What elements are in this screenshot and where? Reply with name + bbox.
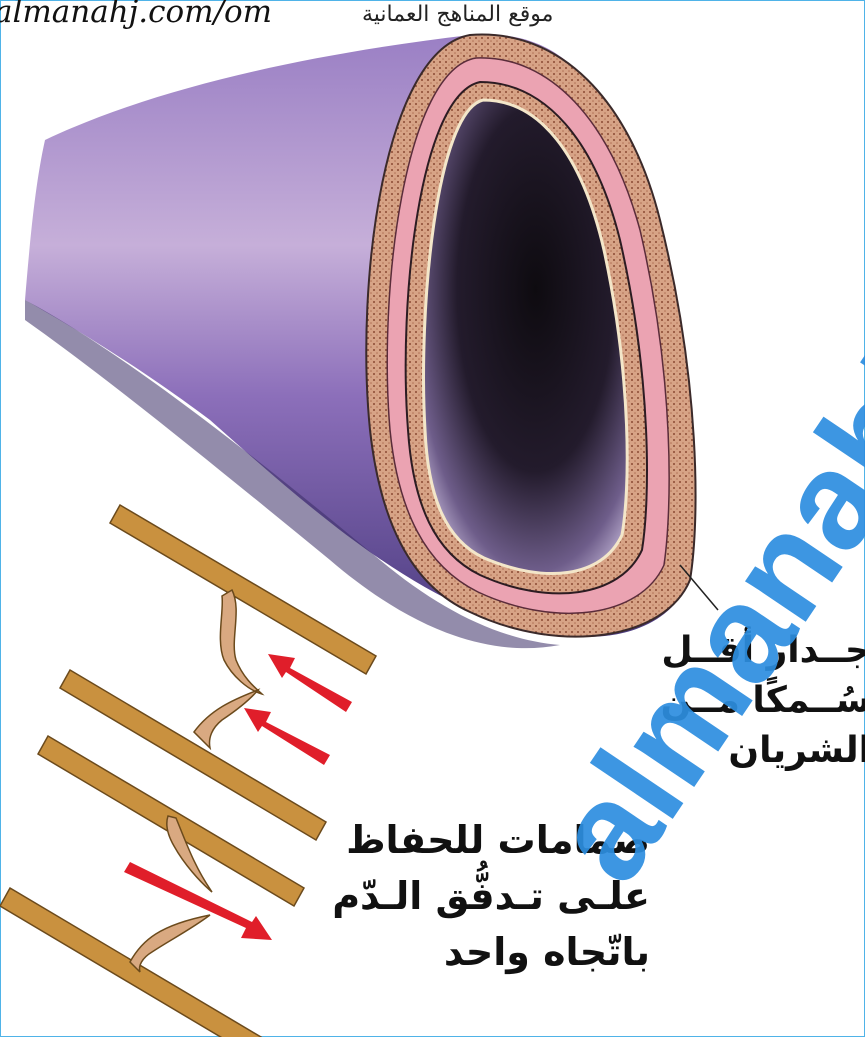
valves-label-line: علـى تـدفُّق الـدّم [332, 868, 650, 924]
valve-wall [60, 670, 326, 840]
flow-arrow [268, 654, 352, 712]
flow-arrow [244, 708, 330, 765]
valves-label-line: باتّجاه واحد [332, 924, 650, 980]
valve-flap [194, 690, 258, 748]
valve-diagram [0, 505, 376, 1037]
valve-flap [130, 915, 210, 972]
